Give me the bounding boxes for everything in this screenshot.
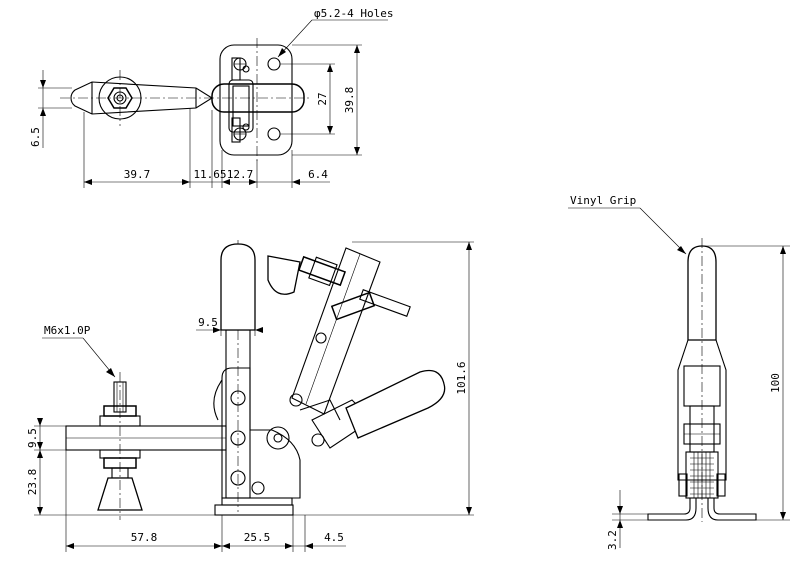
dim-23-8: 23.8	[26, 469, 39, 496]
top-base-plate	[219, 44, 293, 156]
dim-25-5: 25.5	[244, 531, 271, 544]
thread-note: M6x1.0P	[44, 324, 91, 337]
dim-3-2: 3.2	[606, 530, 619, 550]
dim-4-5: 4.5	[324, 531, 344, 544]
dim-57-8: 57.8	[131, 531, 158, 544]
top-view: φ5.2-4 Holes 27 39.8 6.5 39.7	[29, 7, 393, 188]
top-handle	[211, 57, 305, 143]
front-view: M6x1.0P 9.5 9	[26, 240, 474, 552]
dim-101-6: 101.6	[455, 361, 468, 394]
dim-9-5-handle: 9.5	[198, 316, 218, 329]
dim-6-4: 6.4	[308, 168, 328, 181]
dim-27: 27	[316, 92, 329, 105]
front-open-position	[267, 247, 446, 449]
dim-39-8: 39.8	[343, 87, 356, 114]
grip-note: Vinyl Grip	[570, 194, 636, 207]
dim-100: 100	[769, 373, 782, 393]
dim-39-7: 39.7	[124, 168, 151, 181]
dim-11-65: 11.65	[193, 168, 226, 181]
dim-12-7: 12.7	[227, 168, 254, 181]
side-view: Vinyl Grip 100 3.2	[568, 194, 790, 550]
dim-9-5-arm: 9.5	[26, 428, 39, 448]
holes-note: φ5.2-4 Holes	[314, 7, 393, 20]
dim-6-5: 6.5	[29, 127, 42, 147]
